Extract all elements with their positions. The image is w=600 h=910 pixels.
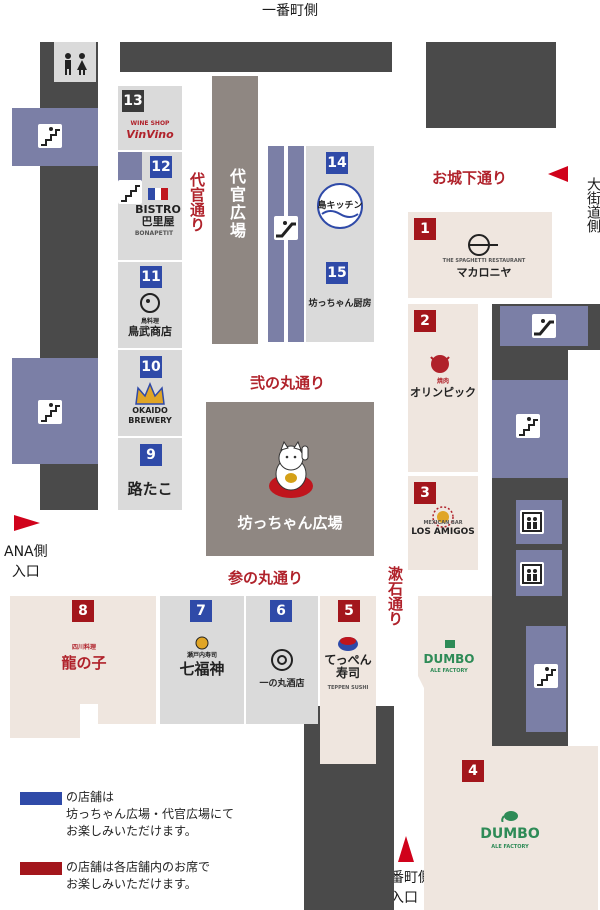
crown-icon xyxy=(135,382,165,405)
shop-number: 4 xyxy=(462,760,484,782)
shop-name: 路たこ xyxy=(127,480,173,498)
shop-name: オリンピック xyxy=(410,386,476,399)
shop-number: 7 xyxy=(190,600,212,622)
stairs-icon xyxy=(38,124,62,148)
shop-name: 一の丸酒店 xyxy=(259,679,305,689)
elephant-icon xyxy=(501,811,518,822)
stairs-icon xyxy=(118,180,142,204)
top-right-building xyxy=(426,42,556,128)
shop-name: DUMBO xyxy=(480,826,540,842)
street-label-ichibancho: 一番町側 xyxy=(262,3,318,19)
street-label-okaido: 大街道側 xyxy=(584,143,600,238)
legend-blue-text: の店舗は 坊っちゃん広場・代官広場にて お楽しみいただけます。 xyxy=(66,790,235,838)
shop-name: BISTRO 巴里屋 xyxy=(135,203,181,228)
stairs-icon xyxy=(534,664,558,688)
shop-sub: BONAPETIT xyxy=(134,230,174,237)
shop-name: 鳥武商店 xyxy=(128,325,172,338)
shop-name: 坊っちゃん厨房 xyxy=(308,299,372,309)
shop-number: 1 xyxy=(414,218,436,240)
arrow-right-icon xyxy=(14,515,40,531)
shop-number: 14 xyxy=(326,152,348,174)
shop-sub: ALE FACTORY xyxy=(430,668,468,674)
shop-sub: MEXICAN BAR xyxy=(423,520,463,526)
arrow-up-icon xyxy=(398,836,414,862)
shop-sub: ALE FACTORY xyxy=(491,844,529,850)
entrance-label-ana: ANA側 入口 xyxy=(4,544,48,580)
shop-sub: 四川料理 xyxy=(71,644,96,651)
shop-number: 11 xyxy=(140,266,162,288)
shop-number: 12 xyxy=(150,156,172,178)
shop-sub: 瀬戸内寿司 xyxy=(186,652,217,659)
escalator-icon xyxy=(532,314,556,338)
botchan-plaza-label: 坊っちゃん広場 xyxy=(237,514,343,532)
elevator-icon xyxy=(520,562,544,586)
shop-number: 15 xyxy=(326,262,348,284)
shop-14-15[interactable] xyxy=(306,146,374,342)
sun-icon xyxy=(432,506,454,528)
daikan-plaza xyxy=(212,76,258,344)
shop-name: LOS AMIGOS xyxy=(411,527,475,537)
shop-5[interactable] xyxy=(320,596,376,764)
shop-number: 13 xyxy=(122,90,144,112)
dumbo-mark-icon xyxy=(445,640,455,648)
top-building xyxy=(120,42,392,72)
ichinomaru-icon xyxy=(271,649,293,671)
escalator-icon xyxy=(274,216,298,240)
street-label-okaido-text: 大街道側 xyxy=(585,177,600,233)
shop-number: 8 xyxy=(72,600,94,622)
shop-4-area xyxy=(418,596,598,910)
shop-sub: 鳥料理 xyxy=(140,318,159,325)
shop-name: 七福神 xyxy=(179,660,225,678)
island-kitchen-icon xyxy=(317,183,363,229)
legend-red-swatch xyxy=(20,862,62,875)
street-label-sannomaru: 参の丸通り xyxy=(228,569,304,587)
shop-name: 龍の子 xyxy=(61,654,107,672)
shop-sub: TEPPEN SUSHI xyxy=(327,685,369,691)
shop-name: 島キッチン xyxy=(317,201,363,211)
arrow-left-icon xyxy=(548,166,568,182)
shop-name: てっぺん 寿司 xyxy=(324,653,372,680)
escalator-strip-2 xyxy=(288,146,304,342)
street-label-daikan: 代官通り xyxy=(188,172,206,232)
stairs-icon xyxy=(516,414,540,438)
chicken-icon xyxy=(140,293,160,313)
maneki-neko-icon xyxy=(269,440,313,498)
stairs-icon xyxy=(38,400,62,424)
street-label-soseki: 漱石通り xyxy=(386,566,404,626)
shop-number: 2 xyxy=(414,310,436,332)
shop-number: 6 xyxy=(270,600,292,622)
shop-number: 10 xyxy=(140,356,162,378)
street-label-oshiroshita: お城下通り xyxy=(432,169,508,187)
shop-number: 5 xyxy=(338,600,360,622)
shop-name: DUMBO xyxy=(423,652,475,666)
shop-name: OKAIDO BREWERY xyxy=(128,406,172,425)
shop-number: 3 xyxy=(414,482,436,504)
bull-icon xyxy=(430,355,450,373)
french-flag-icon xyxy=(148,188,168,200)
shop-name: マカロニヤ xyxy=(456,266,512,279)
shop-number: 9 xyxy=(140,444,162,466)
elevator-icon xyxy=(520,510,544,534)
crest-icon xyxy=(195,636,209,650)
restroom-icon xyxy=(65,53,87,75)
macaroni-icon xyxy=(468,234,498,256)
street-label-ninomaru: 弐の丸通り xyxy=(250,374,326,392)
shop-8-area xyxy=(10,596,156,738)
legend-blue-swatch xyxy=(20,792,62,805)
legend-red-text: の店舗は各店舗内のお席で お楽しみいただけます。 xyxy=(66,860,211,891)
shop-sub: 焼肉 xyxy=(436,378,449,385)
shop-sub: WINE SHOP xyxy=(130,120,170,127)
shop-2[interactable] xyxy=(408,304,478,472)
shop-sub: THE SPAGHETTI RESTAURANT xyxy=(442,258,526,264)
shop-name: VinVino xyxy=(126,128,174,141)
restroom xyxy=(54,42,96,82)
escalator-strip-1 xyxy=(268,146,284,342)
daikan-plaza-label: 代官広場 xyxy=(227,168,246,240)
sushi-icon xyxy=(338,637,358,651)
